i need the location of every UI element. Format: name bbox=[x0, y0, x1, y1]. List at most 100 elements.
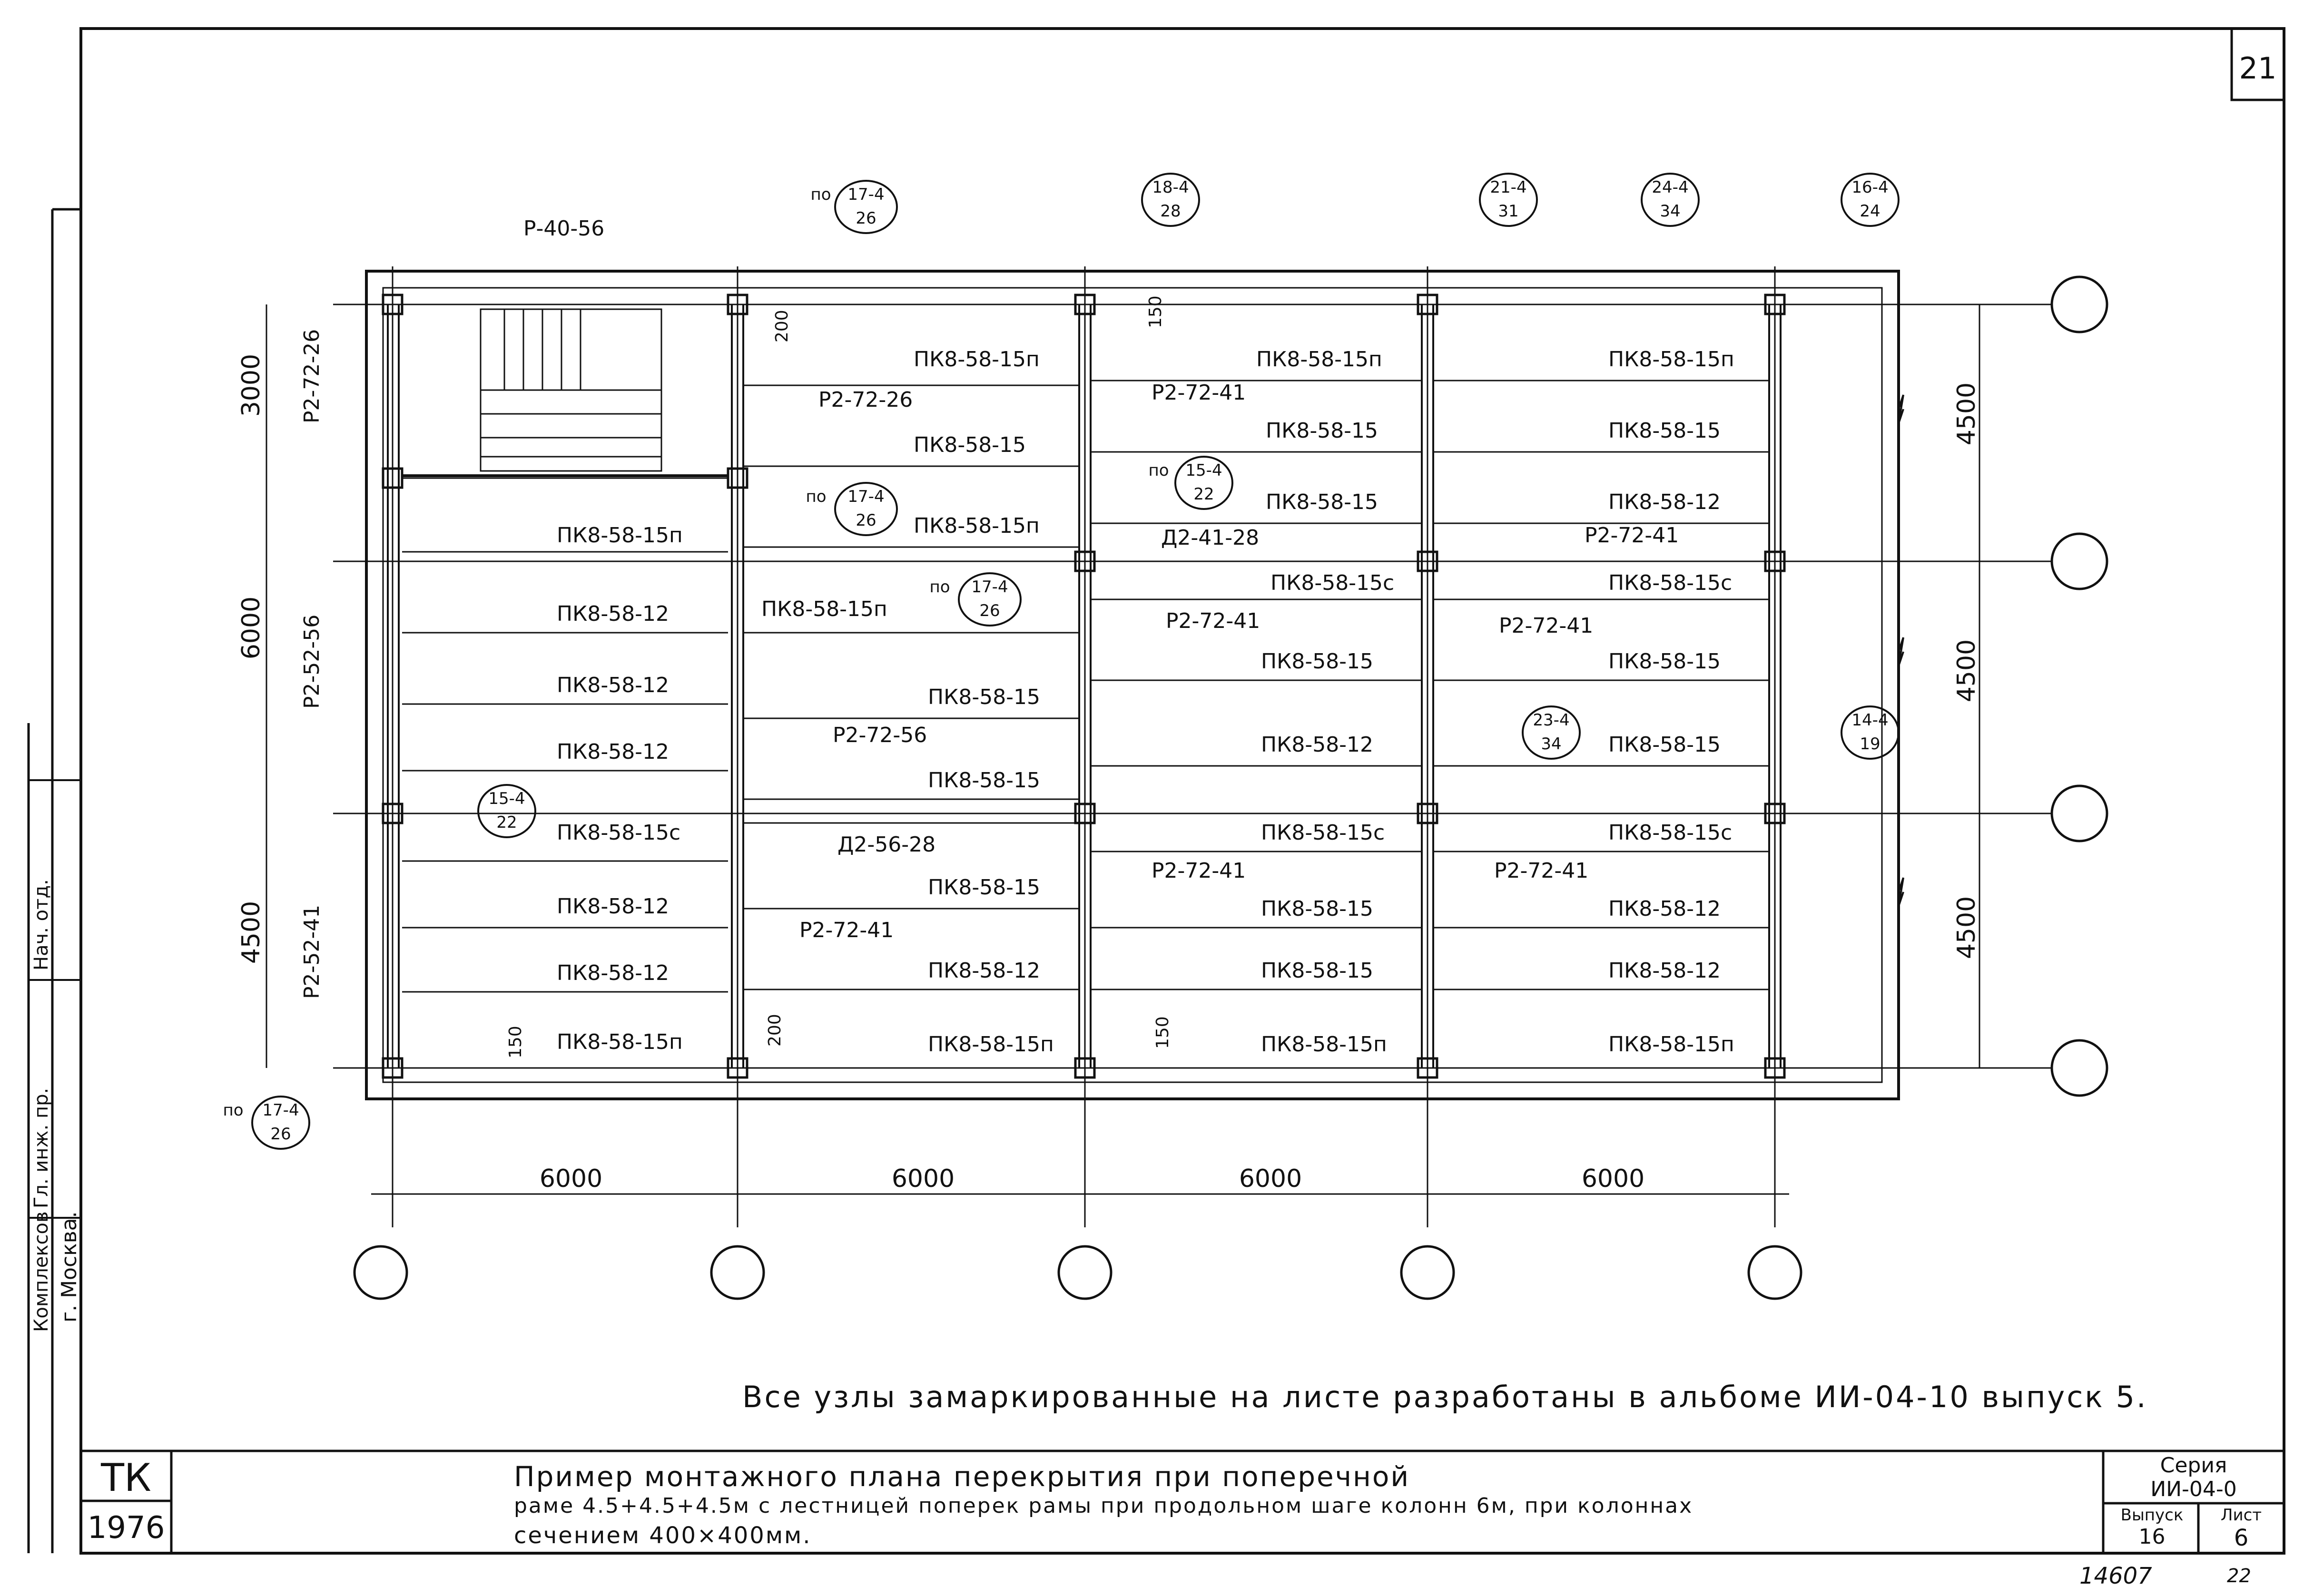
column-axes bbox=[392, 266, 1776, 1227]
slab-label: ПК8-58-15п bbox=[1256, 347, 1382, 372]
node-mark-prefix: по bbox=[810, 185, 831, 204]
node-mark-bottom: 34 bbox=[1541, 734, 1561, 754]
node-mark-top: 14-4 bbox=[1851, 711, 1888, 730]
left-dimension: 4500 bbox=[237, 901, 266, 964]
beam-label: Р2-72-26 bbox=[300, 329, 324, 423]
slab-label: ПК8-58-15п bbox=[914, 514, 1040, 538]
span-dimension: 6000 bbox=[1239, 1165, 1302, 1193]
node-mark bbox=[1841, 173, 1900, 227]
sheet-number-box bbox=[2230, 27, 2285, 101]
slab-label: ПК8-58-15п bbox=[1608, 347, 1734, 372]
column bbox=[382, 294, 404, 315]
column-axis-bubbles bbox=[353, 1245, 1802, 1300]
slab-label: ПК8-58-15с bbox=[1270, 571, 1394, 595]
slab-label: ПК8-58-12 bbox=[557, 894, 669, 919]
column bbox=[382, 1057, 404, 1079]
column bbox=[1764, 803, 1786, 824]
dimension-lines bbox=[266, 304, 1980, 1195]
slab-label: ПК8-58-15 bbox=[928, 768, 1040, 793]
title-block-org: ТК bbox=[101, 1456, 151, 1500]
sheet-frame bbox=[79, 27, 2285, 1555]
node-mark bbox=[834, 482, 898, 536]
slab-label: ПК8-58-15 bbox=[1266, 490, 1378, 514]
slab-label: ПК8-58-12 bbox=[1261, 733, 1373, 757]
slab-label: ПК8-58-15 bbox=[1266, 419, 1378, 443]
slab-label: ПК8-58-12 bbox=[557, 602, 669, 626]
beam-label: Р2-72-41 bbox=[799, 918, 894, 942]
title-line-2: раме 4.5+4.5+4.5м с лестницей поперек ра… bbox=[514, 1494, 1694, 1518]
node-mark-bottom: 28 bbox=[1160, 202, 1181, 221]
node-mark-top: 17-4 bbox=[971, 578, 1008, 597]
slab-label: ПК8-58-15 bbox=[1261, 897, 1373, 921]
slab-label: ПК8-58-12 bbox=[557, 740, 669, 764]
stamp-row-2: Нач. отд. bbox=[30, 879, 52, 970]
node-mark-top: 16-4 bbox=[1851, 178, 1888, 197]
frame-beams bbox=[387, 304, 1782, 1068]
row-axis-bubbles bbox=[2050, 275, 2108, 1097]
beam-label: Д2-41-28 bbox=[1161, 526, 1259, 550]
node-mark-top: 23-4 bbox=[1533, 711, 1569, 730]
column bbox=[1417, 550, 1438, 572]
column-axis-bubble bbox=[1057, 1245, 1113, 1300]
column bbox=[727, 294, 748, 315]
sheet-label: Лист bbox=[2220, 1506, 2262, 1525]
slab-label: ПК8-58-12 bbox=[1608, 897, 1721, 921]
node-mark-bottom: 26 bbox=[979, 601, 1000, 620]
beam-label: Р2-72-41 bbox=[1152, 859, 1246, 883]
column bbox=[1074, 550, 1096, 572]
column bbox=[1764, 1057, 1786, 1079]
node-mark-bottom: 19 bbox=[1860, 734, 1880, 754]
small-dimension: 200 bbox=[772, 310, 792, 343]
node-mark bbox=[477, 784, 536, 838]
node-mark-circles bbox=[251, 173, 1900, 1150]
node-mark-top: 15-4 bbox=[488, 789, 525, 808]
node-mark bbox=[251, 1096, 310, 1150]
node-mark-bottom: 34 bbox=[1660, 202, 1680, 221]
node-mark-top: 24-4 bbox=[1652, 178, 1688, 197]
beam-label: Р2-72-41 bbox=[1494, 859, 1588, 883]
stamp-row-3: Комплексов bbox=[30, 1211, 52, 1332]
slab-label: ПК8-58-15 bbox=[1608, 649, 1721, 674]
stamp-city: г. Москва. bbox=[57, 1211, 81, 1322]
slab-label: ПК8-58-15 bbox=[1608, 733, 1721, 757]
column bbox=[1074, 1057, 1096, 1079]
column bbox=[1764, 294, 1786, 315]
small-dimension: 150 bbox=[1153, 1016, 1172, 1049]
sheet-value: 6 bbox=[2234, 1525, 2249, 1551]
slab-label: ПК8-58-12 bbox=[928, 959, 1040, 983]
issue-value: 16 bbox=[2138, 1525, 2166, 1549]
row-axis-bubble bbox=[2050, 784, 2108, 842]
beam-label: Р-40-56 bbox=[523, 216, 604, 241]
right-dimension: 4500 bbox=[1952, 639, 1981, 702]
node-mark bbox=[1641, 173, 1700, 227]
column-axis-bubble bbox=[1400, 1245, 1455, 1300]
series-label: Серия bbox=[2160, 1453, 2227, 1478]
node-mark-top: 21-4 bbox=[1490, 178, 1526, 197]
slab-label: ПК8-58-15 bbox=[1261, 959, 1373, 983]
footer-code: 14607 bbox=[2079, 1563, 2152, 1589]
slab-label: ПК8-58-15п bbox=[914, 347, 1040, 372]
node-mark bbox=[1174, 456, 1233, 510]
slab-label: ПК8-58-12 bbox=[1608, 490, 1721, 514]
side-stamp: г. Москва. Комплексов Гл. инж. пр. Нач. … bbox=[30, 879, 81, 1332]
span-dimension: 6000 bbox=[540, 1165, 602, 1193]
beam-label: Р2-72-41 bbox=[1166, 609, 1260, 633]
small-dimension: 150 bbox=[1146, 295, 1165, 328]
slab-label: ПК8-58-15п bbox=[928, 1032, 1054, 1057]
column bbox=[1417, 1057, 1438, 1079]
slab-label: ПК8-58-15с bbox=[1608, 571, 1732, 595]
footer-extra: 22 bbox=[2227, 1565, 2251, 1587]
column-axis-bubble bbox=[353, 1245, 408, 1300]
column bbox=[727, 1057, 748, 1079]
slab-label: ПК8-58-15 bbox=[928, 875, 1040, 900]
node-mark bbox=[834, 180, 898, 234]
node-mark-top: 17-4 bbox=[847, 487, 884, 506]
slab-label: ПК8-58-15 bbox=[1608, 419, 1721, 443]
node-mark-top: 15-4 bbox=[1185, 461, 1222, 480]
span-dimension: 6000 bbox=[1582, 1165, 1644, 1193]
column bbox=[382, 803, 404, 824]
slab-label: ПК8-58-15п bbox=[761, 597, 887, 621]
